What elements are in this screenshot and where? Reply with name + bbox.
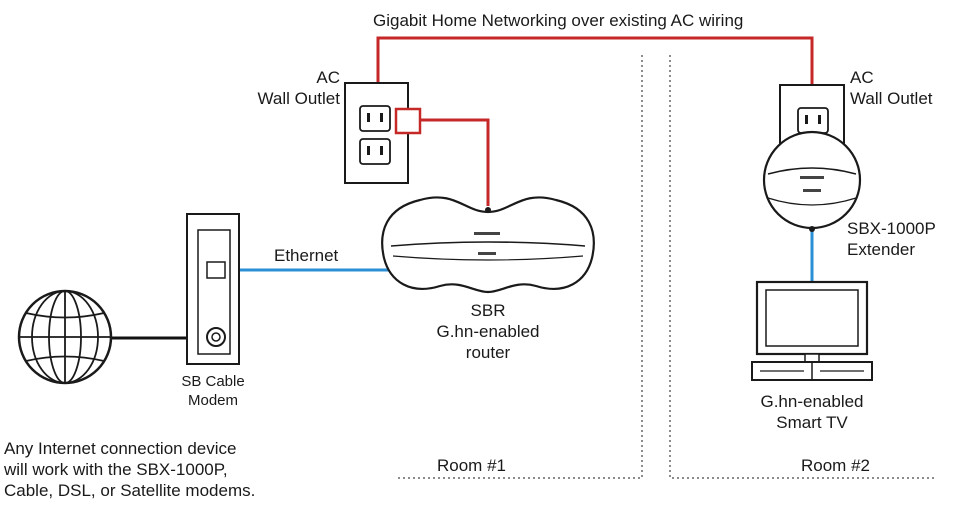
extender-label-line2: Extender: [847, 240, 916, 259]
compatibility-note-line2: will work with the SBX-1000P,: [4, 460, 228, 479]
compatibility-note-line3: Cable, DSL, or Satellite modems.: [4, 481, 256, 500]
tv-label: G.hn-enabled Smart TV: [747, 391, 877, 433]
router-device-icon: [381, 196, 595, 294]
router-label-line3: router: [465, 343, 511, 362]
modem-label: SB Cable Modem: [163, 372, 263, 410]
right-outlet-label-line1: AC: [850, 68, 874, 87]
modem-label-line2: Modem: [187, 392, 239, 409]
ethernet-label: Ethernet: [274, 246, 339, 265]
power-plug-icon: [394, 107, 422, 135]
router-power-cord: [420, 118, 490, 206]
router-label-line1: SBR: [470, 301, 506, 320]
router-label: SBR G.hn-enabled router: [418, 300, 558, 363]
compatibility-note-line1: Any Internet connection device: [4, 439, 237, 458]
diagram-title: Gigabit Home Networking over existing AC…: [373, 11, 744, 30]
smart-tv-icon: [751, 280, 873, 381]
modem-label-line1: SB Cable: [181, 373, 245, 390]
room1-label: Room #1: [437, 456, 506, 475]
right-outlet-label: AC Wall Outlet: [850, 67, 933, 109]
tv-label-line2: Smart TV: [776, 413, 848, 432]
left-wall-outlet: [344, 82, 422, 184]
left-outlet-label: AC Wall Outlet: [240, 67, 340, 109]
router-label-line2: G.hn-enabled: [436, 322, 540, 341]
cable-modem-icon: [186, 213, 240, 365]
tv-label-line1: G.hn-enabled: [760, 392, 864, 411]
extender-label-line1: SBX-1000P: [847, 219, 936, 238]
compatibility-note: Any Internet connection device will work…: [4, 438, 255, 501]
right-outlet-label-line2: Wall Outlet: [850, 89, 933, 108]
room2-label: Room #2: [801, 456, 870, 475]
globe-icon: [17, 289, 113, 385]
ethernet-port-icon: [206, 261, 226, 279]
left-outlet-label-line1: AC: [316, 68, 340, 87]
extender-device-icon: [762, 130, 862, 232]
left-outlet-label-line2: Wall Outlet: [257, 89, 340, 108]
ac-wiring-line: [376, 36, 814, 115]
extender-label: SBX-1000P Extender: [847, 218, 936, 260]
